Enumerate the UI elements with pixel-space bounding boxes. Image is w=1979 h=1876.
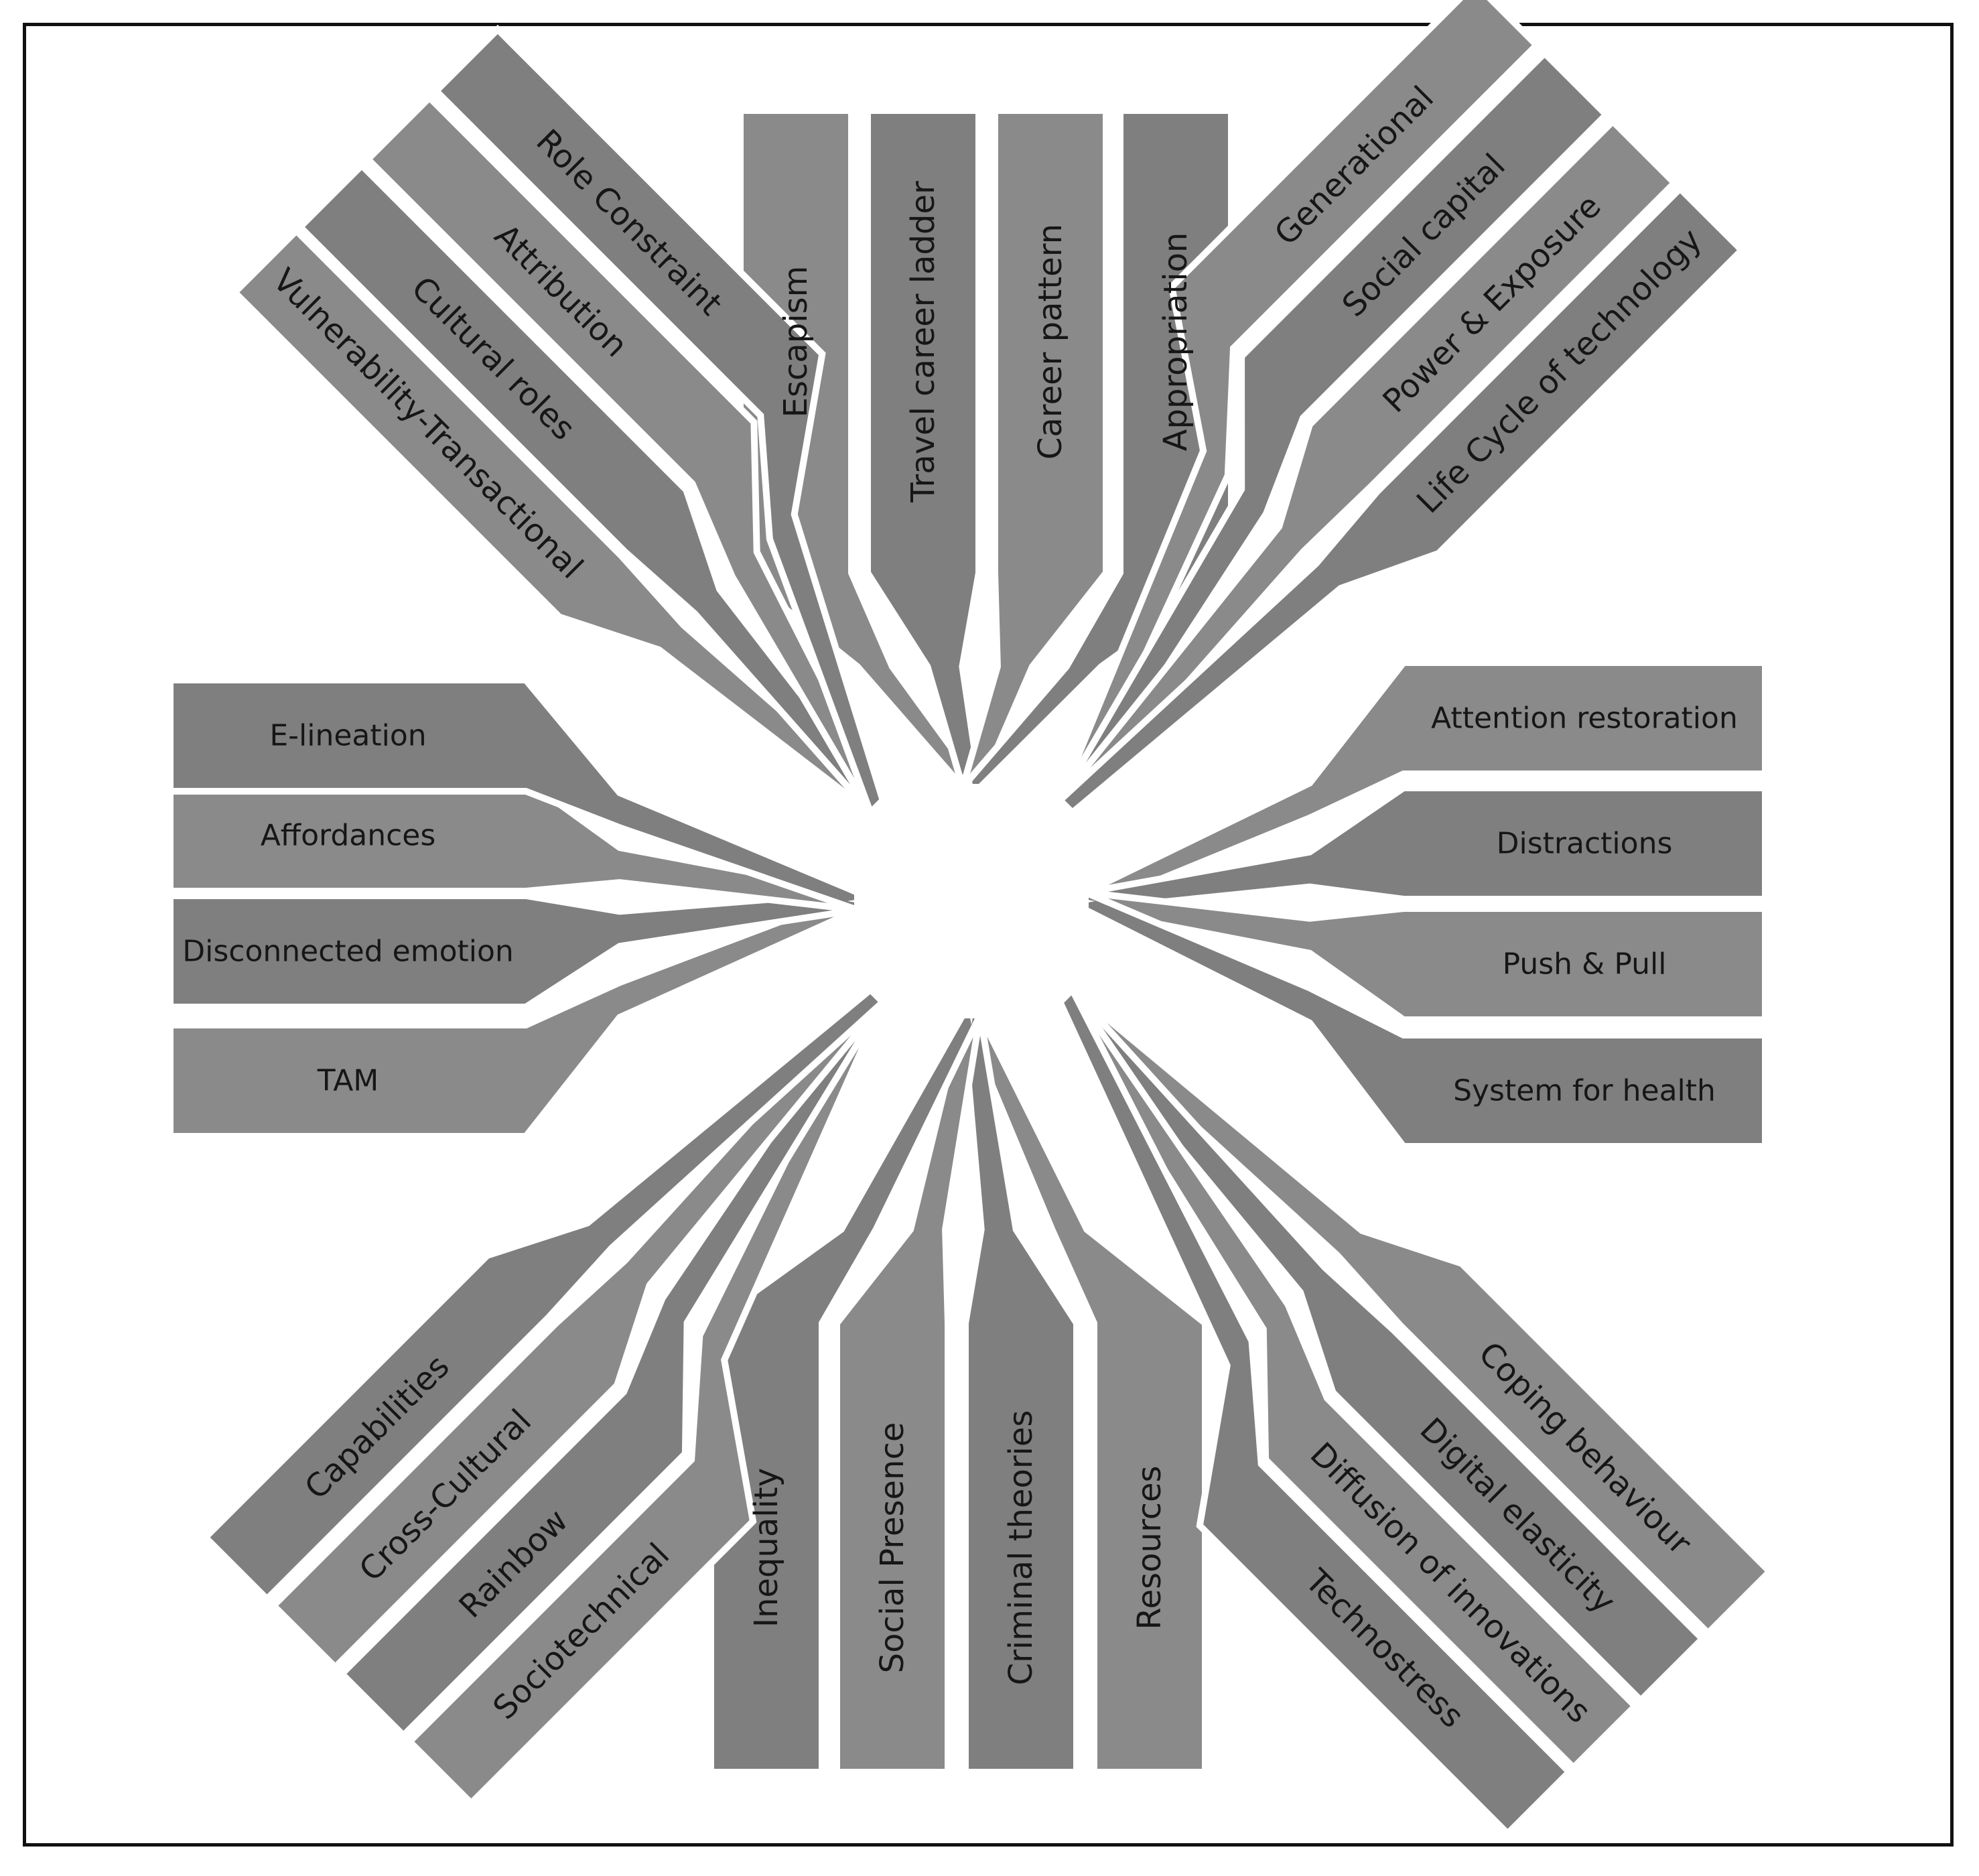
label-e-lineation: E-lineation [269,719,426,753]
band-life-cycle-of-technology [1054,184,1747,817]
band-inequality [707,1012,985,1776]
label-attention-restoration: Attention restoration [1431,701,1738,736]
band-technostress [1056,984,1574,1838]
band-capabilities [200,985,888,1604]
figure-border [23,23,1954,1847]
connector-bands [167,0,1775,1838]
center-star [847,777,1095,1025]
label-criminal-theories: Criminal theories [1002,1410,1040,1686]
label-tam: TAM [317,1064,379,1098]
label-escapism: Escapism [777,266,815,418]
label-social-presence: Social Presence [874,1422,911,1674]
band-role-constraint [431,24,887,819]
label-career-pattern: Career pattern [1032,224,1069,460]
label-appropriation: Appropriation [1157,232,1195,452]
label-distractions: Distractions [1497,827,1673,861]
label-resources: Resources [1131,1465,1168,1629]
band-e-lineation [167,677,861,915]
label-push-and-pull: Push & Pull [1503,947,1667,982]
label-system-for-health: System for health [1453,1074,1716,1108]
label-travel-career-ladder: Travel career ladder [904,181,942,503]
label-affordances: Affordances [261,819,436,853]
label-inequality: Inequality [748,1468,785,1627]
band-system-for-health [1082,887,1769,1150]
label-disconnected-emotion: Disconnected emotion [182,935,514,969]
